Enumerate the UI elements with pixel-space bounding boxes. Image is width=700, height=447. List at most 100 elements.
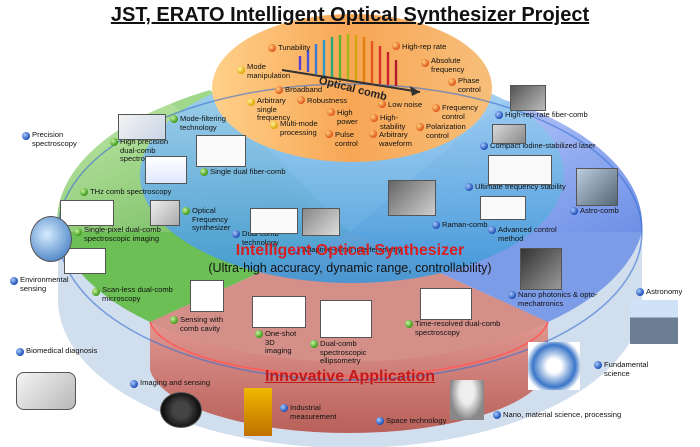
front-bullet bbox=[170, 316, 178, 324]
frequency-stability-plot bbox=[488, 155, 552, 185]
app-bullet bbox=[10, 277, 18, 285]
app-nano-material: Nano, material science, processing bbox=[503, 410, 622, 419]
feature-bullet bbox=[392, 42, 400, 50]
tech-advanced-control-method: Advanced control method bbox=[498, 225, 557, 243]
earth-globe-icon bbox=[30, 216, 72, 262]
front-time-resolved: Time-resolved dual-comb spectroscopy bbox=[415, 319, 501, 337]
feature-high-stability: High-stability bbox=[380, 113, 406, 131]
tech-iodine-laser: Compact iodine-stabilized laser bbox=[490, 141, 596, 150]
iodine-laser-photo bbox=[492, 124, 526, 144]
feature-broadband: Broadband bbox=[285, 85, 323, 94]
app-bullet bbox=[130, 380, 138, 388]
tech-bullet bbox=[432, 221, 440, 229]
right-astro-comb: Astro-comb bbox=[580, 206, 619, 215]
feature-robustness: Robustness bbox=[307, 96, 348, 105]
feature-high-rep-rate: High-rep rate bbox=[402, 42, 447, 51]
imaging-plot bbox=[64, 248, 106, 274]
feature-low-noise: Low noise bbox=[388, 100, 423, 109]
feature-bullet bbox=[270, 121, 278, 129]
app-bullet bbox=[594, 361, 602, 369]
feature-bullet bbox=[432, 104, 440, 112]
single-pixel-plot bbox=[60, 200, 114, 226]
feature-absolute-frequency: Absolute frequency bbox=[431, 56, 465, 74]
app-bullet bbox=[22, 132, 30, 140]
feature-bullet bbox=[448, 78, 456, 86]
ellipsometry-diagram bbox=[320, 300, 372, 338]
app-biomedical-diagnosis: Biomedical diagnosis bbox=[26, 346, 98, 355]
app-industrial-measurement: Industrial measurement bbox=[290, 403, 337, 421]
tech-mode-filtering: Mode-filtering technology bbox=[180, 114, 227, 132]
tech-bullet bbox=[110, 138, 118, 146]
app-fundamental-science: Fundamental science bbox=[604, 360, 649, 378]
feature-bullet bbox=[421, 59, 429, 67]
left-bullet bbox=[92, 288, 100, 296]
app-space-technology: Space technology bbox=[386, 416, 447, 425]
feature-bullet bbox=[369, 130, 377, 138]
feature-bullet bbox=[297, 96, 305, 104]
feature-phase-control: Phase control bbox=[458, 76, 481, 94]
mri-scanner-icon bbox=[16, 372, 76, 410]
tech-bullet bbox=[480, 142, 488, 150]
tech-bullet bbox=[495, 111, 503, 119]
tech-adaptive-comb: Adaptive-comb interferometry bbox=[302, 245, 402, 254]
feature-bullet bbox=[325, 130, 333, 138]
right-bullet bbox=[570, 207, 578, 215]
feature-arbitrary-waveform: Arbitrary waveform bbox=[379, 130, 412, 148]
page-title: JST, ERATO Intelligent Optical Synthesiz… bbox=[110, 4, 590, 26]
thz-setup-photo bbox=[150, 200, 180, 226]
tech-ultimate-frequency-stability: Ultimate frequency stability bbox=[475, 182, 566, 191]
app-bullet bbox=[16, 348, 24, 356]
astro-comb-photo bbox=[576, 168, 618, 206]
tech-raman-comb: Raman-comb bbox=[442, 220, 488, 229]
app-imaging-sensing: Imaging and sensing bbox=[140, 378, 211, 387]
front-3d-imaging: One-shot 3D imaging bbox=[265, 329, 297, 355]
industrial-robot-icon bbox=[244, 388, 272, 436]
feature-arbitrary-single-frequency: Arbitrary single frequency bbox=[257, 96, 291, 122]
camera-lens-icon bbox=[160, 392, 202, 428]
app-bullet bbox=[376, 417, 384, 425]
app-astronomy: Astronomy bbox=[646, 287, 683, 296]
front-ellipsometry: Dual-comb spectroscopic ellipsometry bbox=[320, 339, 367, 365]
feature-bullet bbox=[237, 66, 245, 74]
front-bullet bbox=[405, 320, 413, 328]
adaptive-comb-photo bbox=[302, 208, 340, 236]
tech-optical-frequency-synthesizer: Optical Frequency synthesizer bbox=[192, 206, 231, 232]
feature-mode-manipulation: Mode manipulation bbox=[247, 62, 291, 80]
3d-imaging-diagram bbox=[252, 296, 306, 328]
tech-bullet bbox=[170, 115, 178, 123]
feature-bullet bbox=[268, 44, 276, 52]
feature-pulse-control: Pulse control bbox=[335, 130, 358, 148]
single-dual-comb-plot bbox=[196, 135, 246, 167]
front-bullet bbox=[255, 330, 263, 338]
control-method-plot bbox=[480, 196, 526, 220]
tech-bullet bbox=[80, 188, 88, 196]
tech-high-precision-dual-comb: High precision dual-comb spectroscopy bbox=[120, 137, 169, 163]
tech-bullet bbox=[465, 183, 473, 191]
feature-bullet bbox=[370, 114, 378, 122]
feature-high-power: High power bbox=[337, 108, 358, 126]
raman-comb-photo bbox=[388, 180, 436, 216]
ios-title: Intelligent Optical Synthesizer bbox=[235, 242, 465, 259]
feature-bullet bbox=[416, 123, 424, 131]
app-bullet bbox=[636, 288, 644, 296]
app-precision-spectroscopy: Precision spectroscopy bbox=[32, 130, 77, 148]
left-bullet bbox=[74, 228, 82, 236]
tech-single-dual-fiber-comb: Single dual fiber-comb bbox=[210, 167, 286, 176]
right-bullet bbox=[508, 291, 516, 299]
nano-photonics-photo bbox=[520, 248, 562, 290]
time-resolved-plot bbox=[420, 288, 472, 320]
satellite-dish-icon bbox=[450, 380, 484, 420]
tech-bullet bbox=[200, 168, 208, 176]
app-bullet bbox=[493, 411, 501, 419]
mode-filter-photo bbox=[118, 114, 166, 140]
front-bullet bbox=[310, 340, 318, 348]
tech-bullet bbox=[232, 230, 240, 238]
feature-tunability: Tunability bbox=[278, 43, 311, 52]
feature-bullet bbox=[327, 108, 335, 116]
tech-bullet bbox=[182, 207, 190, 215]
feature-bullet bbox=[275, 86, 283, 94]
front-sensing-cavity: Sensing with comb cavity bbox=[180, 315, 224, 333]
feature-multi-mode-processing: Multi-mode processing bbox=[280, 119, 318, 137]
comb-spectrum bbox=[298, 34, 398, 86]
